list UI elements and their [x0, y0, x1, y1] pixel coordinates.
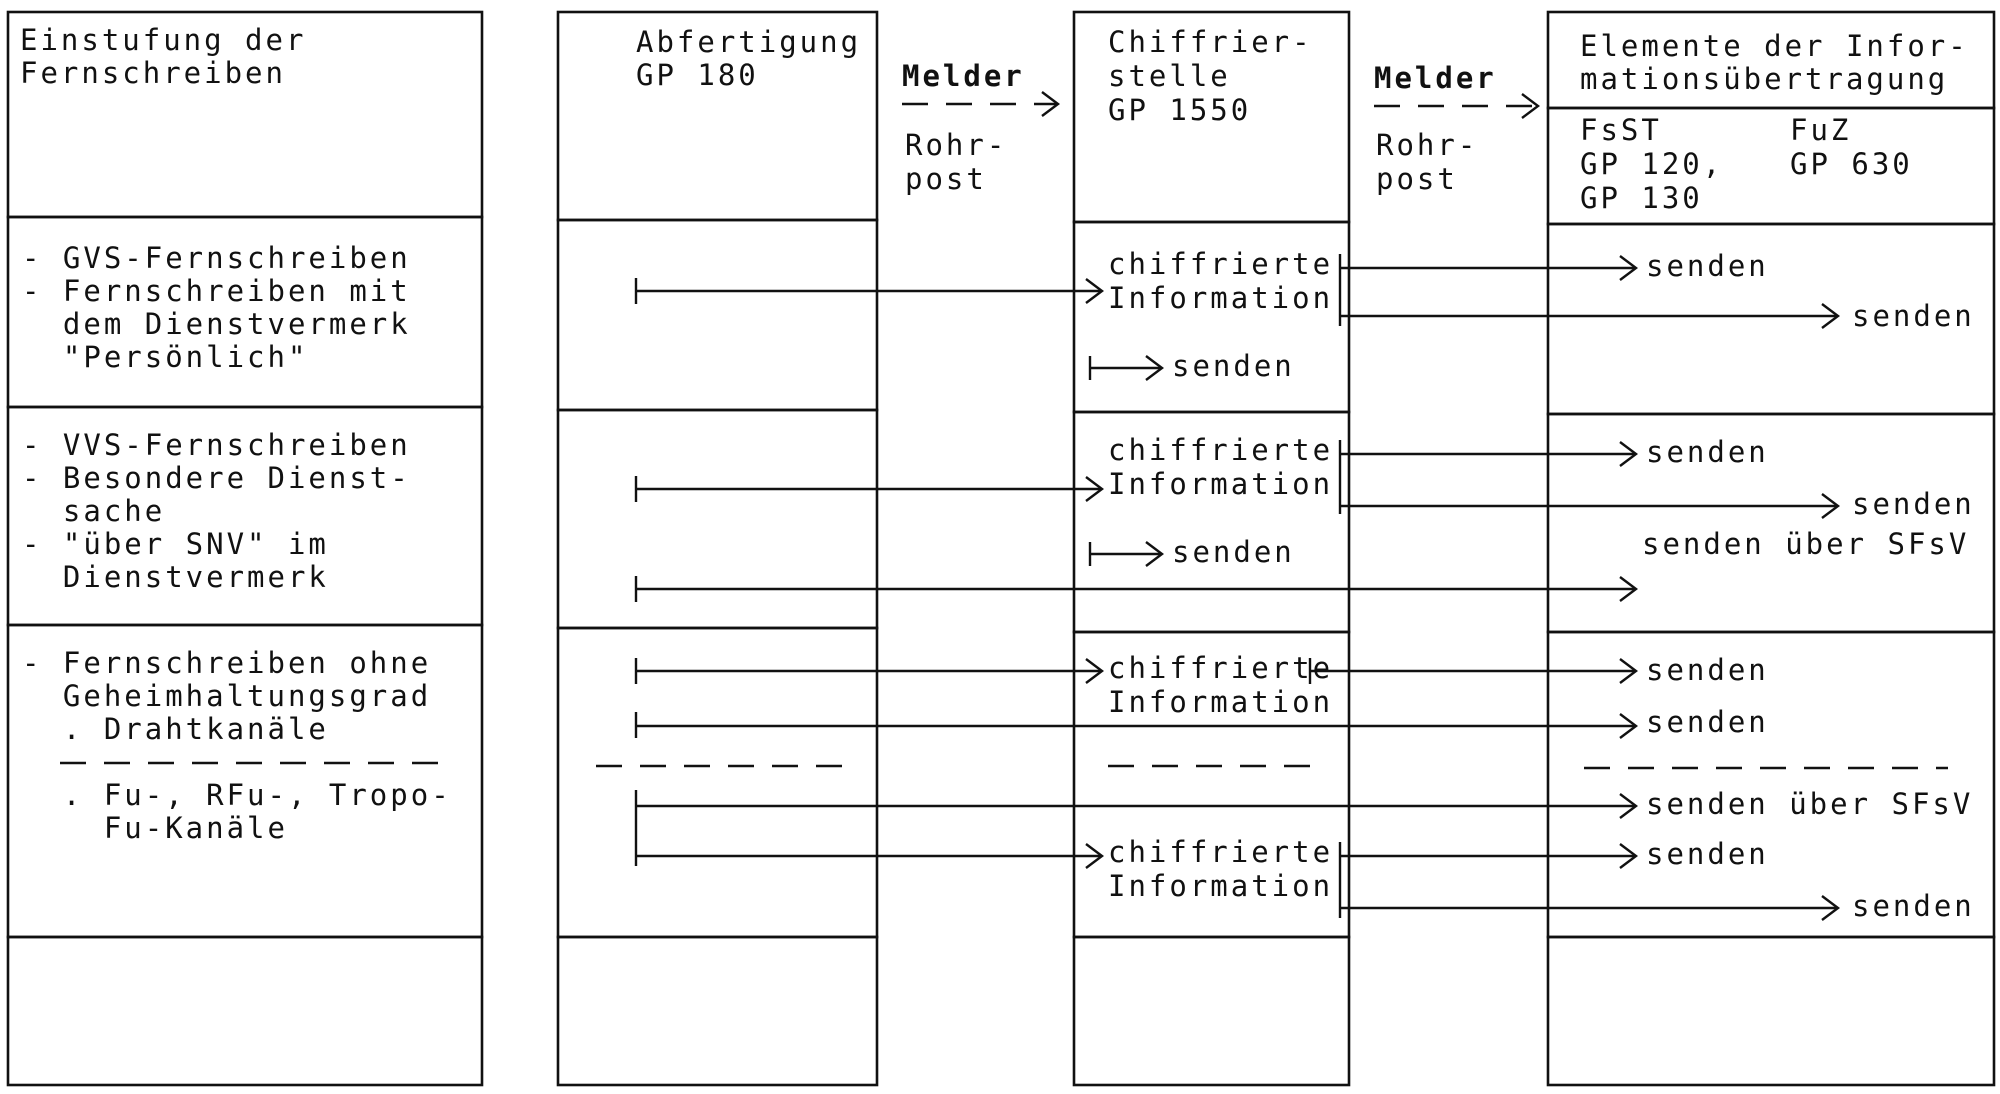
senden-ueber-sfsv-label: senden über SFsV [1646, 787, 1973, 821]
senden-label: senden [1172, 349, 1295, 383]
row-3-separators [60, 761, 1948, 770]
column-abfertigung [556, 10, 879, 1087]
chiffrierte-label: chiffrierte [1108, 651, 1333, 685]
melder-label-1: Melder [902, 59, 1025, 93]
column-einstufung [6, 10, 484, 1087]
senden-label: senden [1852, 889, 1975, 923]
header-fsst: FsST GP 120, GP 130 [1580, 113, 1744, 215]
senden-label: senden [1646, 435, 1769, 469]
header-chiffrierstelle: Chiffrier- stelle GP 1550 [1108, 25, 1333, 127]
senden-label: senden [1646, 249, 1769, 283]
header-elemente: Elemente der Infor- mationsübertragung [1580, 29, 1989, 96]
information-label: Information [1108, 467, 1333, 501]
senden-ueber-sfsv-label: senden über SFsV [1642, 527, 1969, 561]
senden-label: senden [1646, 653, 1769, 687]
senden-label: senden [1172, 535, 1295, 569]
information-label: Information [1108, 281, 1333, 315]
column-elemente [1546, 10, 1996, 1087]
row-1-flow: chiffrierte Information senden senden se… [634, 247, 1975, 383]
row-1-category: - GVS-Fernschreiben - Fernschreiben mit … [22, 241, 513, 374]
row-3-category: - Fernschreiben ohne Geheimhaltungsgrad … [22, 646, 554, 845]
transfer-1: Melder Rohr- post [902, 59, 1060, 196]
row-2-category: - VVS-Fernschreiben - Besondere Dienst- … [22, 428, 513, 594]
rohrpost-label-1: Rohr- post [905, 128, 1028, 196]
chiffrierte-label: chiffrierte [1108, 835, 1333, 869]
senden-label: senden [1852, 487, 1975, 521]
header-fuz: FuZ GP 630 [1790, 113, 1913, 181]
rohrpost-label-2: Rohr- post [1376, 128, 1499, 196]
senden-label: senden [1646, 837, 1769, 871]
transfer-2: Melder Rohr- post [1374, 61, 1540, 196]
row-2-flow: chiffrierte Information senden senden se… [634, 433, 1975, 602]
header-abfertigung: Abfertigung GP 180 [636, 25, 882, 92]
chiffrierte-label: chiffrierte [1108, 433, 1333, 467]
information-label: Information [1108, 869, 1333, 903]
chiffrierte-label: chiffrierte [1108, 247, 1333, 281]
row-3-flow: chiffrierte Information senden senden se… [634, 651, 1975, 923]
melder-label-2: Melder [1374, 61, 1497, 95]
senden-label: senden [1646, 705, 1769, 739]
senden-label: senden [1852, 299, 1975, 333]
header-einstufung: Einstufung der Fernschreiben [20, 23, 327, 90]
information-label: Information [1108, 685, 1333, 719]
